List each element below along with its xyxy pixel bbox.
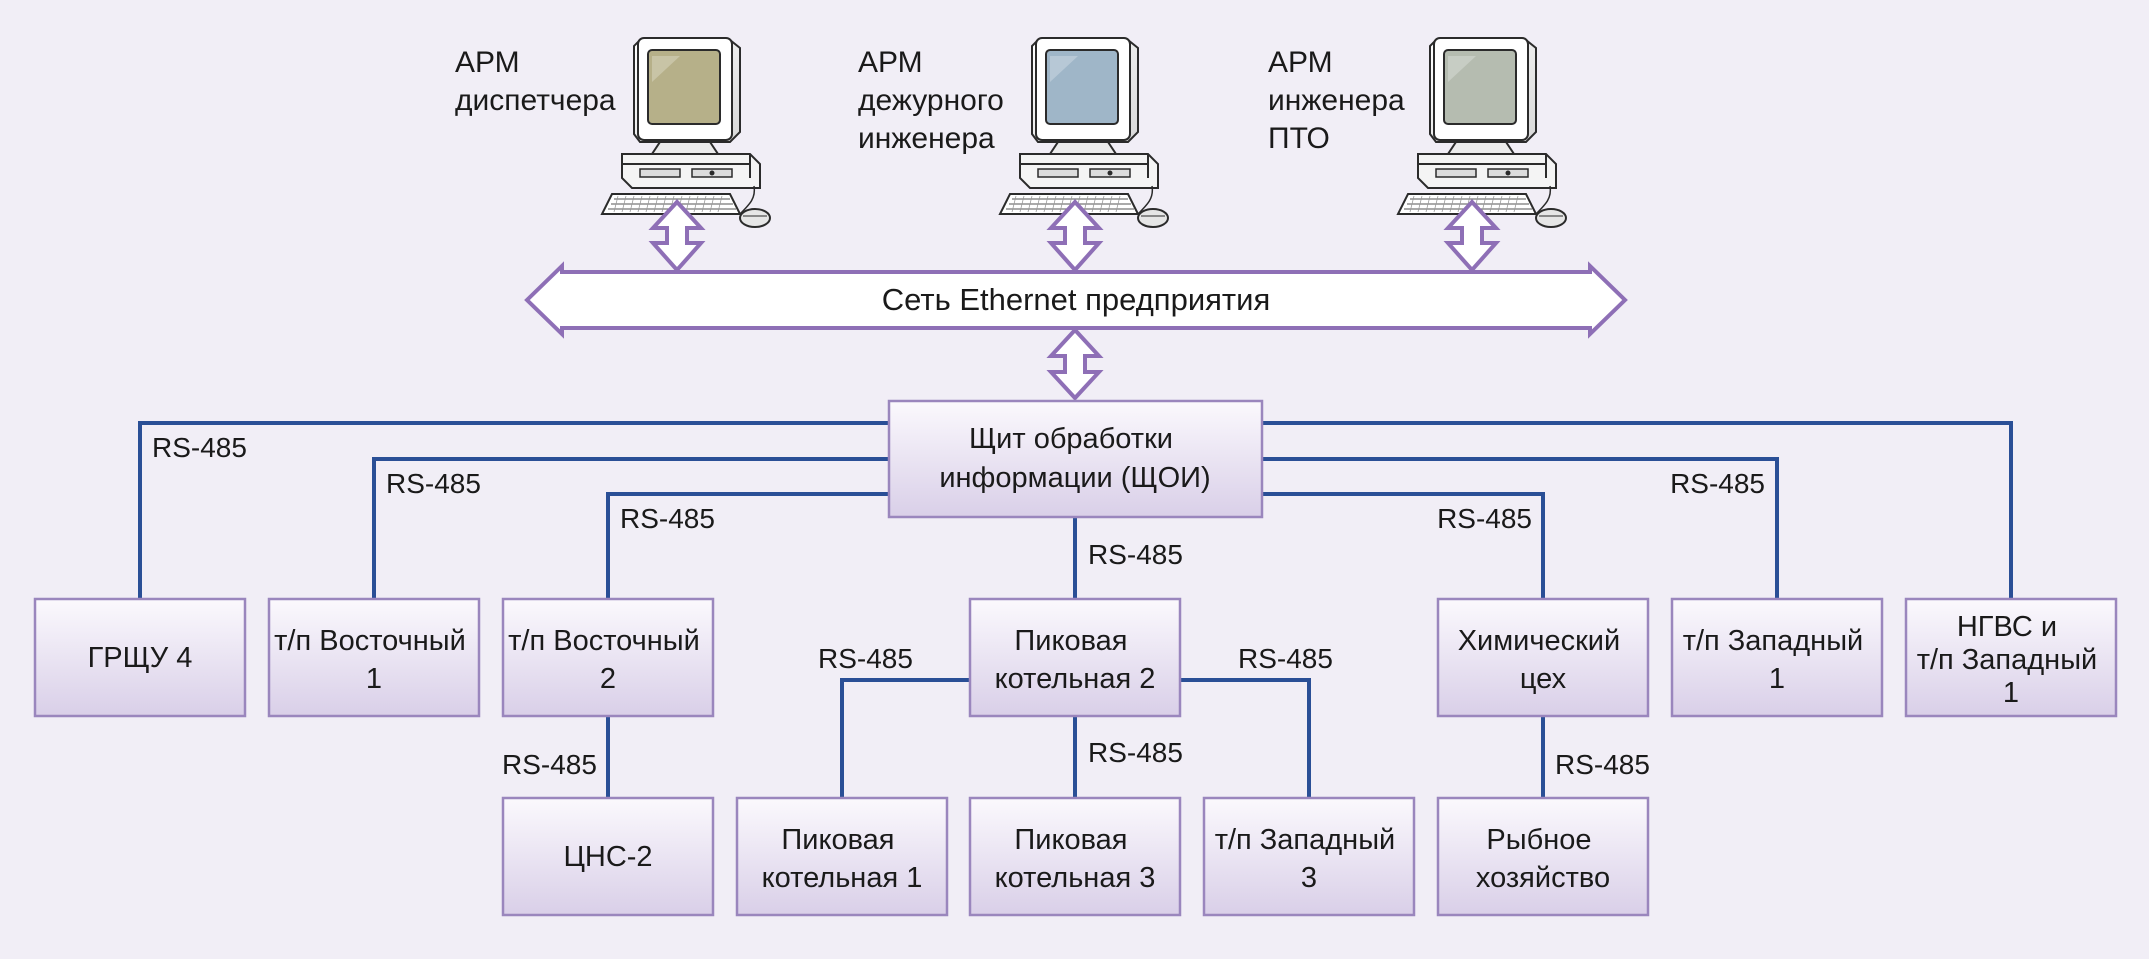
computer-icon [998,37,1169,228]
node-box[interactable]: т/п Восточный 1 [267,597,481,718]
node-box[interactable]: Химический цех [1436,597,1650,718]
rs485-labels: RS-485 RS-485 RS-485 RS-485 RS-485 RS-48… [152,432,1765,780]
workstation-label: АРМ дежурного инженера [858,46,1012,155]
node-label: ЦНС-2 [563,841,652,873]
rs485-label: RS-485 [502,749,597,780]
rs485-label: RS-485 [1088,737,1183,768]
node-box[interactable]: ГРЩУ 4 [33,597,247,718]
node-box[interactable]: Рыбное хозяйство [1436,796,1650,917]
rs485-label: RS-485 [1437,503,1532,534]
rs485-label: RS-485 [1555,749,1650,780]
node-label: т/п Восточный 1 [274,625,474,695]
node-label: т/п Западный 1 [1683,625,1872,695]
computer-icon [1396,37,1567,228]
workstation-dispatcher: АРМ диспетчера [455,37,771,228]
node-label: т/п Западный 3 [1215,824,1404,894]
double-arrow-icon [1046,327,1104,401]
rs485-label: RS-485 [1238,643,1333,674]
rs485-label: RS-485 [386,468,481,499]
hub-shchoi[interactable]: Щит обработки информации (ЩОИ) [887,399,1264,519]
node-box[interactable]: НГВС и т/п Западный 1 [1904,597,2118,718]
node-box[interactable]: ЦНС-2 [501,796,715,917]
network-label: Сеть Ethernet предприятия [882,282,1270,317]
node-box[interactable]: Пиковая котельная 2 [968,597,1182,718]
rs485-label: RS-485 [1670,468,1765,499]
node-box[interactable]: т/п Западный 1 [1670,597,1884,718]
node-label: Рыбное хозяйство [1476,824,1610,894]
workstation-label: АРМ инженера ПТО [1268,46,1413,155]
rs485-label: RS-485 [1088,539,1183,570]
workstation-duty-engineer: АРМ дежурного инженера [858,37,1169,228]
node-label: НГВС и т/п Западный 1 [1917,611,2106,709]
node-box[interactable]: т/п Западный 3 [1202,796,1416,917]
ethernet-bus: Сеть Ethernet предприятия [524,261,1628,339]
rs485-label: RS-485 [818,643,913,674]
node-box[interactable]: Пиковая котельная 1 [735,796,949,917]
node-label: Химический цех [1458,625,1629,695]
node-label: Пиковая котельная 2 [995,625,1156,695]
rs485-wires [138,421,2013,798]
node-label: т/п Восточный 2 [508,625,708,695]
node-box[interactable]: т/п Восточный 2 [501,597,715,718]
node-label: Пиковая котельная 1 [762,824,923,894]
rs485-label: RS-485 [152,432,247,463]
node-label: ГРЩУ 4 [88,642,193,674]
hub-label: Щит обработки информации (ЩОИ) [939,423,1210,494]
node-label: Пиковая котельная 3 [995,824,1156,894]
computer-icon [600,37,771,228]
node-box[interactable]: Пиковая котельная 3 [968,796,1182,917]
rs485-label: RS-485 [620,503,715,534]
workstation-label: АРМ диспетчера [455,46,616,117]
workstation-pto-engineer: АРМ инженера ПТО [1268,37,1567,228]
